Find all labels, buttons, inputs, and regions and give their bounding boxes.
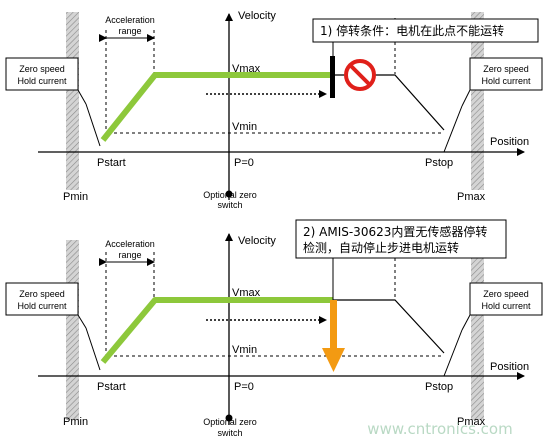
accel-range-label-1: Acceleration [105,239,155,249]
switch-label-2: switch [217,200,242,210]
pmax-label: Pmax [457,416,486,428]
switch-label-1: Optional zero [203,190,257,200]
hold-right-text-1: Zero speed [483,289,529,299]
right-wall [471,240,484,420]
hold-leader-right [461,89,471,107]
no-entry-icon [344,59,376,91]
hold-right-text-1: Zero speed [483,64,529,74]
switch-label-1: Optional zero [203,417,257,427]
hold-leader-left [77,89,87,105]
callout-box-2 [295,219,507,259]
hold-left-text-1: Zero speed [19,289,65,299]
vmax-label: Vmax [232,63,261,75]
pmin-label: Pmin [63,416,88,428]
hold-tail-left [85,103,101,147]
hold-leader-right [461,314,471,331]
position-label: Position [490,136,529,148]
stall-point-bar [330,56,335,98]
velocity-label: Velocity [238,10,276,22]
p0-label: P=0 [234,381,254,393]
zero-switch-dot [225,190,233,198]
actual-velocity-profile [100,297,333,364]
pstart-label: Pstart [97,381,126,393]
panel-2: Velocity Position Acceleration range Vma… [5,219,543,438]
zero-switch-dot [225,414,233,422]
hold-left-text-2: Hold current [17,301,67,311]
pstop-label: Pstop [425,381,453,393]
left-wall [66,240,79,420]
left-wall [66,12,79,190]
hold-tail-right [443,329,463,377]
pstop-label: Pstop [425,157,453,169]
arrow-down-icon [322,300,345,372]
callout-text-2a: 2) AMIS-30623内置无传感器停转 [303,224,487,239]
accel-range-label-2: range [118,26,141,36]
vmin-label: Vmin [232,121,257,133]
pstart-label: Pstart [97,157,126,169]
hold-right-text-2: Hold current [481,301,531,311]
hold-tail-right [443,105,463,153]
switch-label-2: switch [217,428,242,438]
hold-tail-left [85,327,101,371]
velocity-label: Velocity [238,235,276,247]
actual-velocity-profile [100,72,330,142]
hold-box-left [5,282,79,316]
callout-box-1 [312,18,539,43]
hold-leader-left [77,314,87,329]
planned-profile [330,299,445,354]
hold-left-text-2: Hold current [17,76,67,86]
p0-label: P=0 [234,157,254,169]
vmin-label: Vmin [232,344,257,356]
panel-1: Velocity Position Acceleration range Vma… [5,10,543,210]
position-label: Position [490,361,529,373]
vmax-label: Vmax [232,287,261,299]
pmin-label: Pmin [63,191,88,203]
callout-text-1: 1) 停转条件：电机在此点不能运转 [320,23,504,38]
hold-box-right [469,282,543,316]
hold-box-right [469,57,543,91]
accel-range-label-1: Acceleration [105,15,155,25]
callout-text-2b: 检测，自动停止步进电机运转 [303,240,459,255]
hold-left-text-1: Zero speed [19,64,65,74]
hold-box-left [5,57,79,91]
hold-right-text-2: Hold current [481,76,531,86]
right-wall [471,12,484,190]
watermark: www.cntronics.com [367,420,512,438]
pmax-label: Pmax [457,191,486,203]
accel-range-label-2: range [118,250,141,260]
